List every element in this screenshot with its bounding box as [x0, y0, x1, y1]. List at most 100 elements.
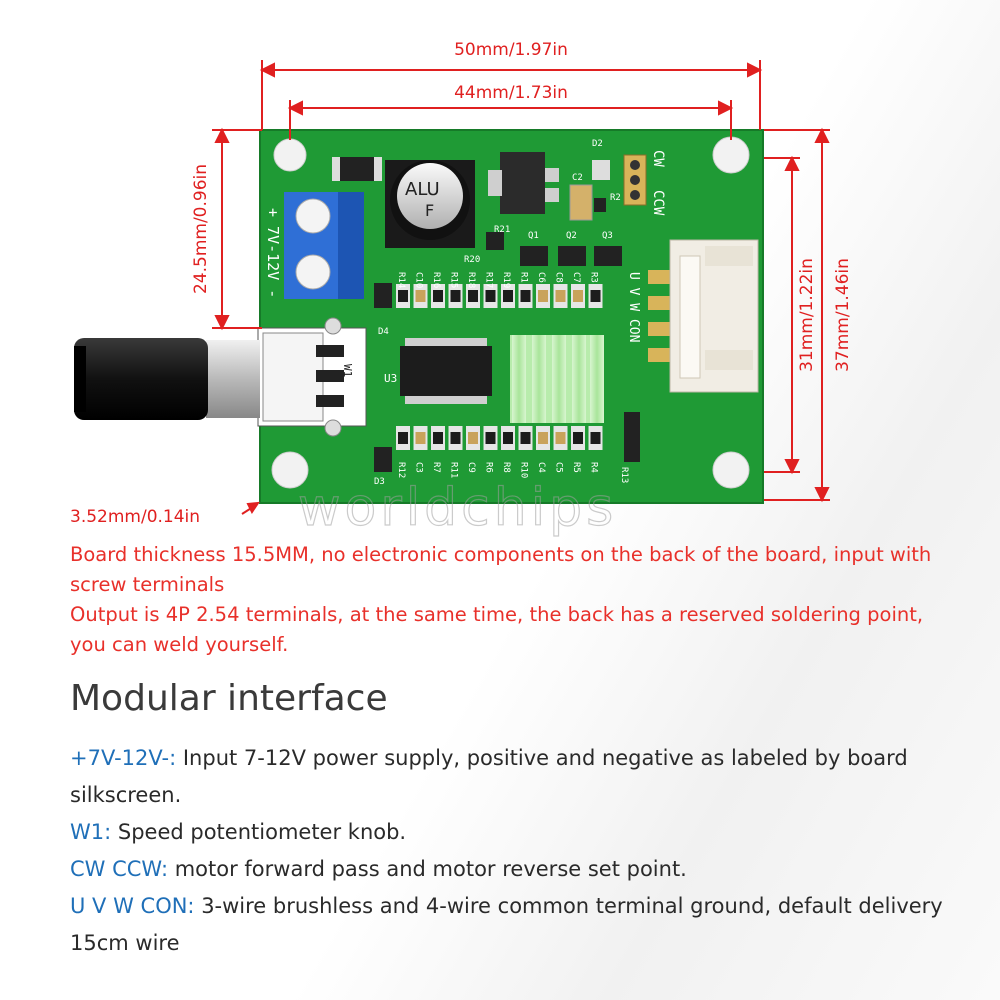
interface-key: CW CCW: — [70, 857, 169, 881]
interface-key: +7V-12V-: — [70, 746, 177, 770]
component-label: R1 — [519, 272, 529, 283]
label-d3: D3 — [374, 477, 385, 487]
diode-d2 — [592, 160, 610, 180]
resistor-smd — [520, 290, 531, 302]
potentiometer-w1 — [74, 317, 367, 437]
resistor-smd — [433, 290, 443, 302]
output-connector-4p — [648, 239, 759, 393]
screw-terminal-block — [284, 192, 364, 299]
dim-width-total: 50mm/1.97in — [454, 40, 568, 60]
component-label: C7 — [571, 272, 581, 283]
capacitor-smd — [415, 432, 426, 444]
resistor-smd — [503, 290, 513, 302]
resistor-r13 — [624, 412, 640, 462]
label-q1: Q1 — [528, 231, 539, 241]
component-label: R12 — [396, 462, 406, 478]
resistor-smd — [433, 432, 443, 444]
label-w1: W1 — [341, 364, 354, 377]
dim-height-inner: 31mm/1.22in — [797, 258, 817, 372]
component-label: R18 — [466, 272, 476, 288]
component-label: R6 — [484, 462, 494, 473]
resistor-smd — [450, 432, 461, 444]
component-label: C9 — [466, 462, 476, 473]
resistor-smd — [485, 290, 496, 302]
component-label: R3 — [589, 272, 599, 283]
capacitor-smd — [415, 290, 426, 302]
resistor-smd — [398, 290, 408, 302]
mounting-holes — [271, 136, 750, 489]
resistor-smd — [520, 432, 531, 444]
component-label: R19 — [501, 272, 511, 288]
resistor-smd — [590, 290, 601, 302]
heatsink — [510, 335, 604, 423]
component-label: R14 — [396, 272, 406, 288]
resistor-smd — [503, 432, 513, 444]
interface-key: W1: — [70, 820, 112, 844]
label-u3: U3 — [384, 372, 397, 385]
label-r2: R2 — [610, 193, 621, 203]
label-r20: R20 — [464, 255, 480, 265]
label-uvw: U V W CON — [626, 272, 641, 342]
component-label: R11 — [449, 462, 459, 478]
board-notes: Board thickness 15.5MM, no electronic co… — [70, 540, 950, 660]
label-c2: C2 — [572, 173, 583, 183]
component-label: R15 — [449, 272, 459, 288]
label-cw: CW — [650, 150, 666, 167]
capacitor-smd — [538, 290, 548, 302]
component-label: C4 — [536, 462, 546, 473]
capacitor-c2 — [569, 184, 593, 221]
interface-text: motor forward pass and motor reverse set… — [168, 857, 687, 881]
dim-height-left: 24.5mm/0.96in — [191, 164, 211, 294]
interface-item-uvw: U V W CON: 3-wire brushless and 4-wire c… — [70, 888, 950, 962]
interface-item-power: +7V-12V-: Input 7-12V power supply, posi… — [70, 740, 950, 814]
resistor-smd — [590, 432, 601, 444]
label-d2: D2 — [592, 139, 603, 149]
diode-d3 — [374, 447, 392, 472]
label-ccw: CCW — [650, 190, 666, 216]
component-label: R10 — [519, 462, 529, 478]
label-r13: R13 — [619, 467, 629, 483]
capacitor-smd — [573, 290, 583, 302]
component-label: R8 — [501, 462, 511, 473]
component-label: R17 — [484, 272, 494, 288]
transistors — [486, 232, 622, 266]
driver-ic-u3 — [400, 338, 492, 404]
component-label: R7 — [431, 462, 441, 473]
resistor-r2 — [594, 198, 606, 212]
interface-text: Speed potentiometer knob. — [111, 820, 407, 844]
interface-item-cw-ccw: CW CCW: motor forward pass and motor rev… — [70, 851, 950, 888]
resistor-smd — [468, 290, 478, 302]
capacitor-smd — [555, 432, 566, 444]
resistor-smd — [573, 432, 583, 444]
dim-shaft-offset: 3.52mm/0.14in — [70, 507, 200, 527]
label-q3: Q3 — [602, 231, 613, 241]
label-q2: Q2 — [566, 231, 577, 241]
voltage-regulator — [488, 152, 559, 214]
label-d4: D4 — [378, 327, 389, 337]
pcb-edge — [259, 129, 764, 504]
interface-item-w1: W1: Speed potentiometer knob. — [70, 814, 950, 851]
electrolytic-capacitor: ALU F — [385, 160, 475, 248]
component-label: R5 — [571, 462, 581, 473]
section-heading: Modular interface — [70, 678, 388, 719]
cw-ccw-pins — [623, 154, 647, 206]
label-r21: R21 — [494, 225, 510, 235]
svg-text:ALU: ALU — [405, 179, 440, 200]
resistor-smd — [450, 290, 461, 302]
capacitor-smd — [538, 432, 548, 444]
component-label: R4 — [589, 462, 599, 473]
diode-d4 — [374, 283, 392, 308]
dim-width-holes: 44mm/1.73in — [454, 83, 568, 103]
note-output: Output is 4P 2.54 terminals, at the same… — [70, 603, 924, 656]
resistor-smd — [398, 432, 408, 444]
svg-text:F: F — [425, 201, 434, 220]
note-thickness: Board thickness 15.5MM, no electronic co… — [70, 543, 932, 596]
component-label: C10 — [414, 272, 424, 288]
interface-key: U V W CON: — [70, 894, 195, 918]
dim-height-total: 37mm/1.46in — [833, 258, 853, 372]
component-label: C8 — [554, 272, 564, 283]
component-label: C6 — [536, 272, 546, 283]
interface-list: +7V-12V-: Input 7-12V power supply, posi… — [70, 740, 950, 962]
